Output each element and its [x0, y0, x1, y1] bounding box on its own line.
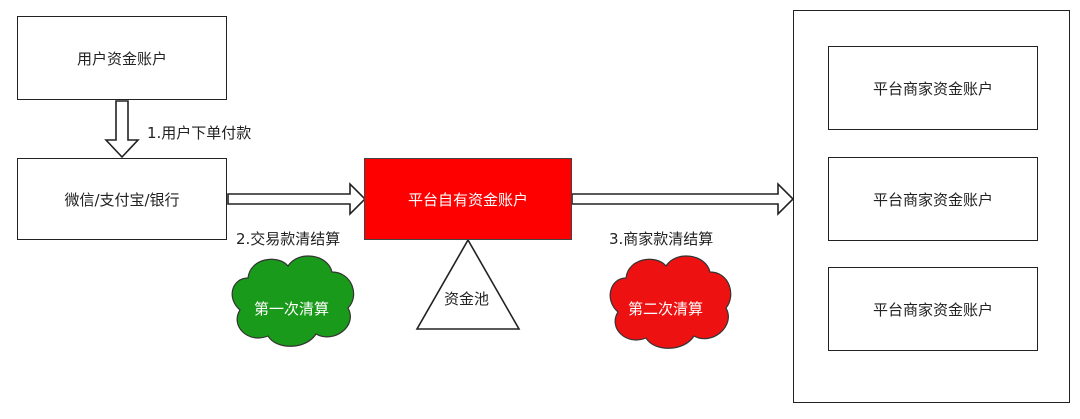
step3-label: 3.商家款清结算: [609, 230, 714, 248]
merchant-account-label-2: 平台商家资金账户: [872, 190, 993, 209]
second-clearing-cloud: [609, 255, 732, 349]
step2-label: 2.交易款清结算: [236, 230, 341, 248]
merchant-account-label-1: 平台商家资金账户: [872, 79, 993, 98]
second-clearing-label: 第二次清算: [628, 300, 704, 318]
fund-pool-triangle: [415, 238, 521, 330]
merchant-account-label-3: 平台商家资金账户: [872, 300, 993, 319]
platform-account-node: 平台自有资金账户: [364, 158, 572, 240]
payment-channels-node: 微信/支付宝/银行: [17, 158, 227, 240]
step1-label: 1.用户下单付款: [147, 124, 252, 142]
arrow-user-to-channels: [104, 100, 140, 159]
arrow-channels-to-platform: [227, 182, 367, 216]
first-clearing-label: 第一次清算: [254, 300, 330, 318]
first-clearing-cloud: [231, 255, 355, 347]
platform-account-label: 平台自有资金账户: [407, 190, 528, 209]
arrow-platform-to-merchants: [571, 182, 795, 216]
user-account-label: 用户资金账户: [76, 49, 167, 68]
merchant-account-node-1: 平台商家资金账户: [828, 46, 1038, 130]
merchant-account-node-2: 平台商家资金账户: [828, 157, 1038, 241]
payment-channels-label: 微信/支付宝/银行: [64, 190, 180, 209]
fund-pool-label: 资金池: [444, 290, 490, 308]
merchant-account-node-3: 平台商家资金账户: [828, 267, 1038, 351]
user-account-node: 用户资金账户: [17, 16, 227, 100]
